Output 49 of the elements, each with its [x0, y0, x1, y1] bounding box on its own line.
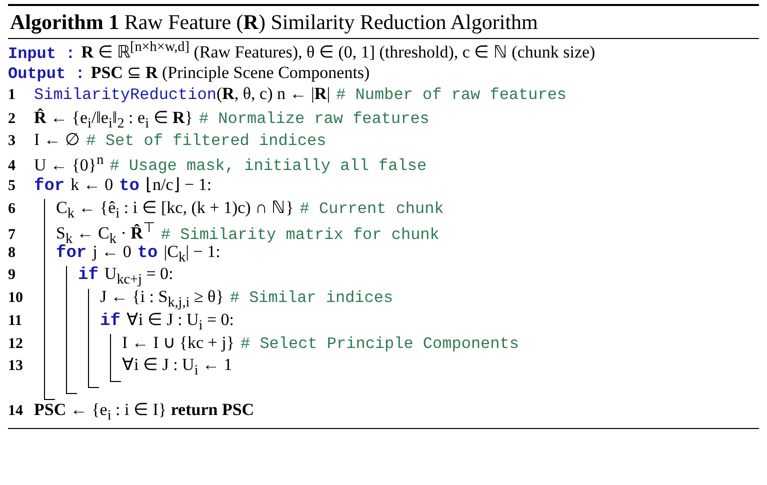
code-statement: PSC ← {e$_{i}$ : i ∈ I} return PSC [34, 399, 254, 424]
line-number: 8 [8, 244, 16, 262]
code-statement: ⌊n/c⌋ − 1: [146, 174, 212, 195]
code-comment: # Normalize raw features [198, 110, 430, 128]
line-number: 3 [8, 133, 16, 150]
keyword: if [78, 266, 98, 285]
code-statement: ∀i ∈ J : U$_{i}$ = 0: [126, 310, 234, 334]
line-number: 7 [8, 226, 16, 244]
code-statement: J ← {i : S$_{k,j,i}$ ≥ θ} [100, 286, 224, 311]
keyword: if [100, 312, 120, 331]
code-statement: |C$_{k}$| − 1: [164, 242, 220, 266]
line-number: 5 [8, 178, 16, 195]
code-comment: # Usage mask, initially all false [110, 157, 427, 176]
code-statement: I ← I ∪ {kc + j} [122, 332, 234, 352]
code-comment: # Similarity matrix for chunk [160, 226, 440, 244]
line-number: 13 [8, 358, 24, 375]
line-number: 10 [8, 290, 24, 306]
code-comment: # Current chunk [300, 200, 444, 218]
code-statement: PSC ⊆ R (Principle Scene Components) [90, 62, 370, 82]
function-name: SimilarityReduction [34, 86, 216, 104]
code-comment: # Set of filtered indices [86, 132, 326, 150]
code-statement: (R, θ, c) n ← |R| [216, 84, 330, 104]
code-comment: # Select Principle Components [240, 334, 519, 352]
code-statement: I ← ∅ [34, 129, 80, 150]
code-statement: k ← 0 [70, 175, 114, 195]
code-comment: # Number of raw features [336, 86, 567, 104]
line-number: 4 [8, 158, 16, 176]
line-number: 1 [8, 87, 16, 104]
line-number: 9 [8, 267, 16, 284]
algorithm-title: Algorithm 1 Raw Feature (R) Similarity Reduction Algorithm [8, 4, 759, 39]
line-number: 12 [8, 336, 24, 352]
keyword: for [56, 244, 87, 262]
keyword: to [119, 177, 140, 196]
code-statement: R ∈ ℝ$^{[n×h×w,d]}$ (Raw Features), θ ∈ (0, 1] (threshold), c ∈ ℕ (chunk size) [81, 39, 596, 63]
line-number: 14 [8, 403, 24, 420]
code-statement: U ← {0}$^{n}$ [34, 152, 104, 176]
io-keyword: Input : [8, 44, 76, 63]
code-comment: # Similar indices [230, 288, 394, 306]
line-number: 6 [8, 200, 16, 218]
code-statement: ∀i ∈ J : U$_{i}$ ← 1 [122, 354, 232, 380]
code-statement: R̂ ← {e$_{i}$/‖e$_{i}$‖$_{2}$ : e$_{i}$ ∈ R} [34, 106, 193, 132]
code-statement: U$_{kc+j}$ = 0: [104, 264, 174, 288]
keyword: for [34, 177, 65, 196]
keyword: to [137, 244, 158, 262]
io-keyword: Output : [8, 64, 85, 82]
code-statement: j ← 0 [92, 242, 132, 262]
code-statement: C$_{k}$ ← {ê$_{i}$ : i ∈ [kc, (k + 1)c) ∩ ℕ} [56, 196, 294, 222]
line-number: 2 [8, 110, 16, 128]
line-number: 11 [8, 313, 24, 330]
